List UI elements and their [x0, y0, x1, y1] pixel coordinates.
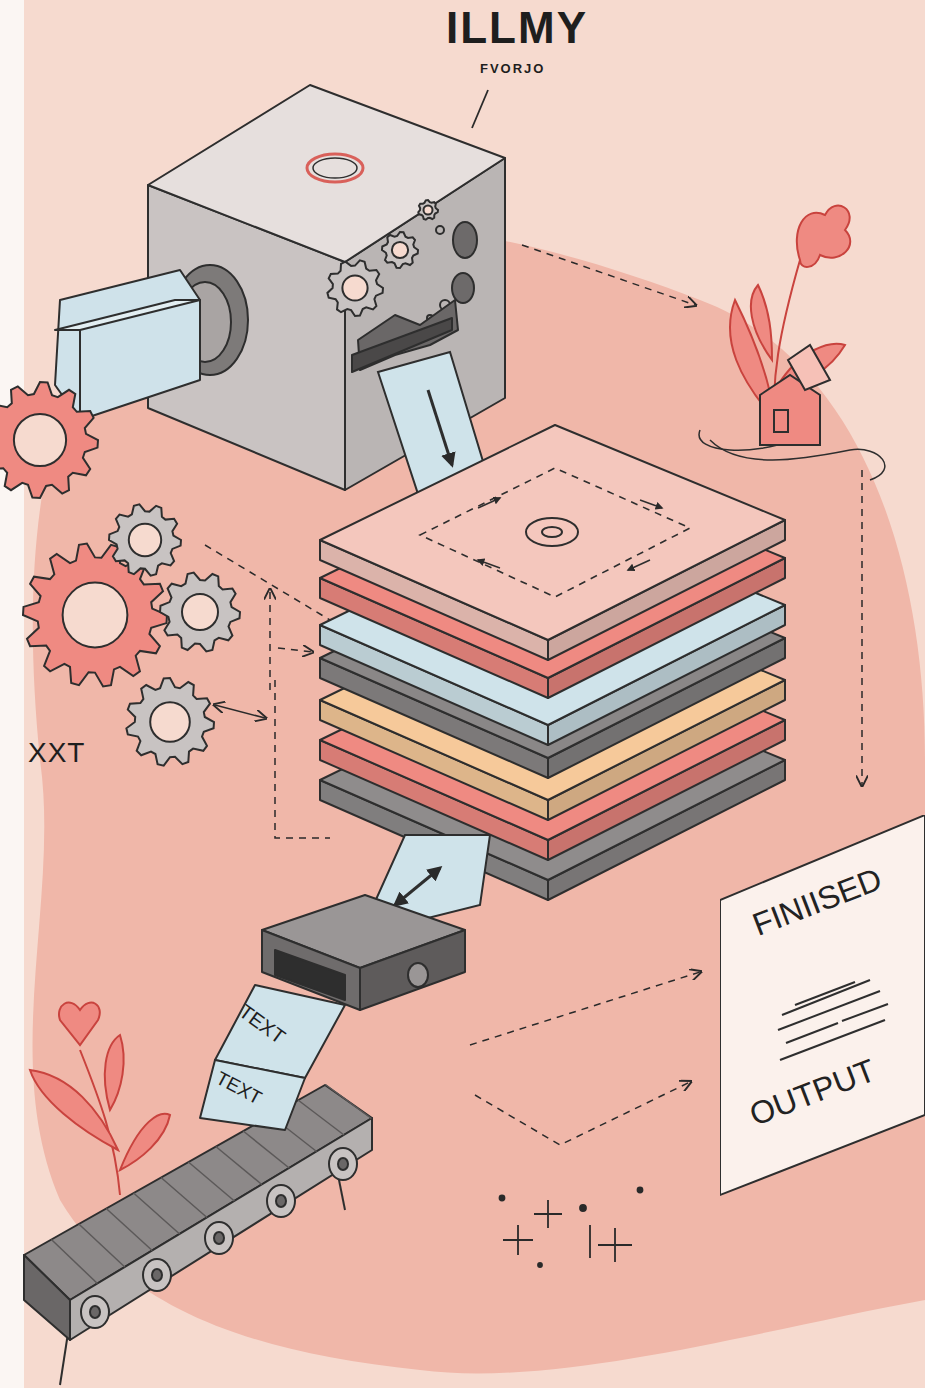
card-outline: [720, 815, 925, 1200]
sparkles: [500, 1188, 643, 1268]
stack-layer: [320, 425, 785, 660]
gear: [327, 260, 383, 316]
machine-barrel: [55, 265, 248, 420]
tape-label: TEXT: [235, 1000, 289, 1048]
text-strips: [200, 985, 345, 1130]
gear: [0, 382, 98, 498]
gear: [126, 678, 214, 766]
gear-link: [215, 705, 265, 718]
stack-top-marks: [420, 468, 690, 597]
tape-label: TEXT: [212, 1068, 265, 1109]
gear: [160, 573, 240, 652]
layer-stack: [320, 425, 785, 900]
gear: [382, 232, 418, 268]
margin-strip: [0, 0, 24, 1388]
plant-house: [699, 206, 885, 480]
title-label: ILLMY: [446, 4, 588, 52]
conveyor: [24, 1085, 372, 1386]
edge-label: XXT: [28, 738, 85, 769]
plant-heart: [30, 1003, 170, 1195]
leader-line: [472, 90, 488, 128]
gear: [418, 200, 438, 220]
gear: [109, 504, 181, 575]
subtitle-label: FVORJO: [480, 62, 545, 76]
output-card: FINIISEDOUTPUT: [720, 815, 925, 1200]
